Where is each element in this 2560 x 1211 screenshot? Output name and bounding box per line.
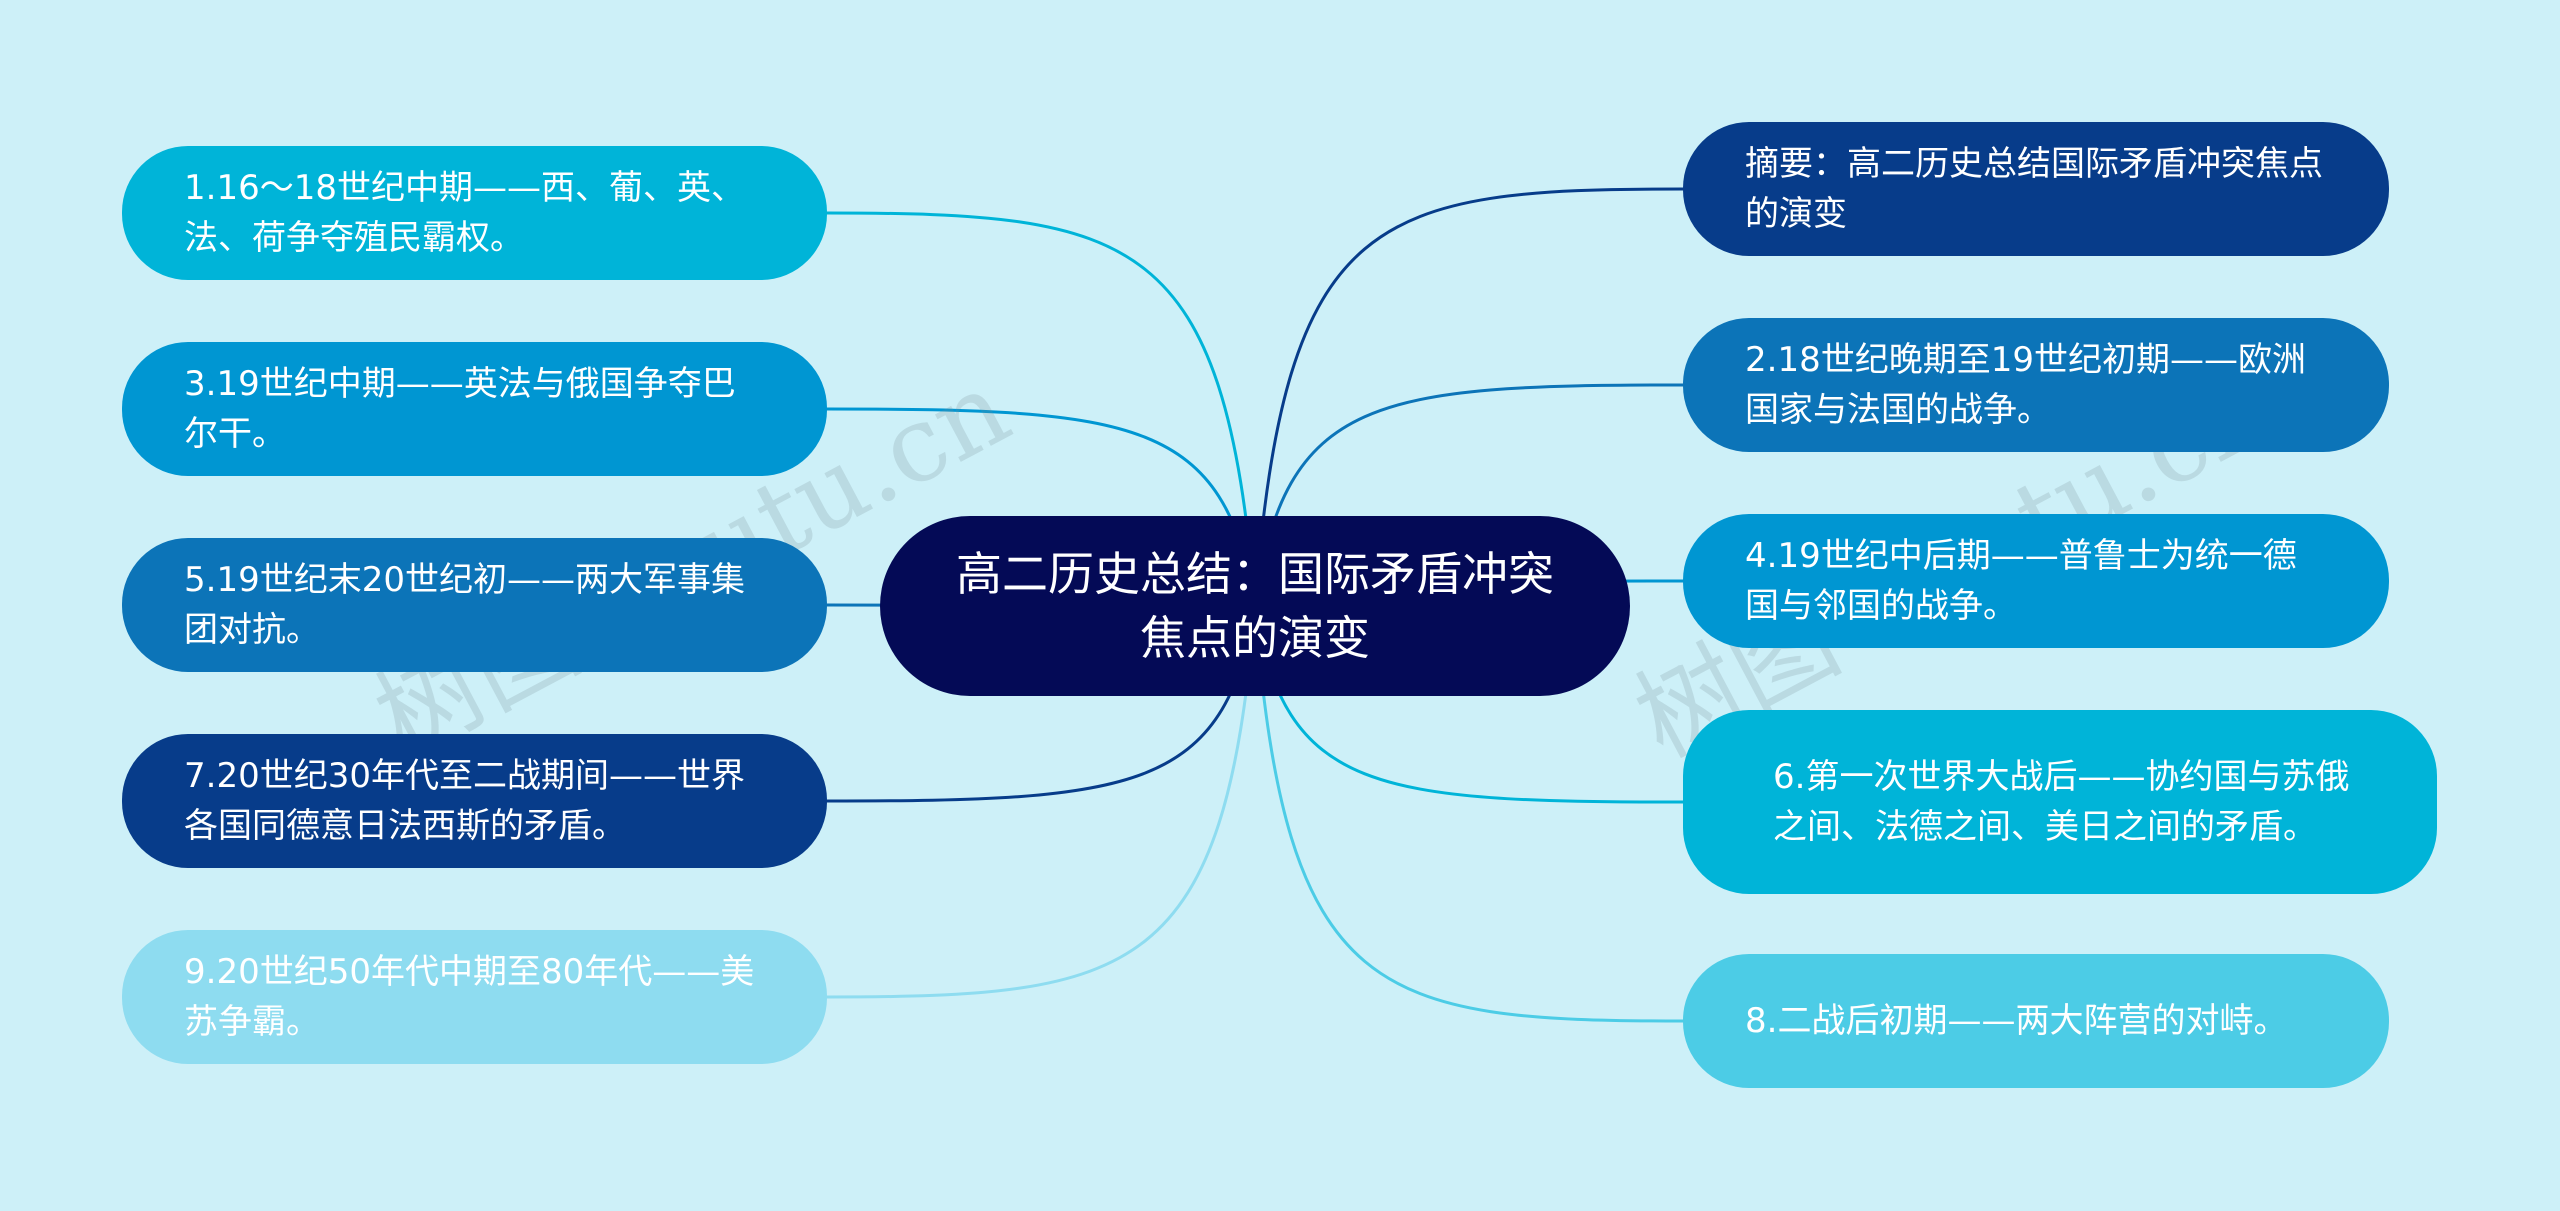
branch-node-9[interactable]: 9.20世纪50年代中期至80年代——美苏争霸。 [122, 930, 827, 1064]
branch-node-2[interactable]: 2.18世纪晚期至19世纪初期——欧洲国家与法国的战争。 [1683, 318, 2389, 452]
branch-label-8: 8.二战后初期——两大阵营的对峙。 [1745, 1001, 2288, 1041]
branch-label-3: 3.19世纪中期——英法与俄国争夺巴尔干。 [184, 364, 736, 454]
branch-label-2: 2.18世纪晚期至19世纪初期——欧洲国家与法国的战争。 [1745, 340, 2306, 430]
summary-label: 摘要：高二历史总结国际矛盾冲突焦点的演变 [1745, 144, 2323, 234]
connector-summary-node [1253, 187, 1684, 607]
connector-branch-node-8 [1253, 605, 1684, 1023]
central-topic-label: 高二历史总结：国际矛盾冲突焦点的演变 [956, 547, 1554, 665]
branch-node-6[interactable]: 6.第一次世界大战后——协约国与苏俄之间、法德之间、美日之间的矛盾。 [1683, 710, 2437, 894]
branch-node-1[interactable]: 1.16～18世纪中期——西、葡、英、法、荷争夺殖民霸权。 [122, 146, 827, 280]
branch-label-4: 4.19世纪中后期——普鲁士为统一德国与邻国的战争。 [1745, 536, 2297, 626]
branch-node-3[interactable]: 3.19世纪中期——英法与俄国争夺巴尔干。 [122, 342, 827, 476]
central-topic[interactable]: 高二历史总结：国际矛盾冲突焦点的演变 [880, 516, 1630, 696]
branch-label-6: 6.第一次世界大战后——协约国与苏俄之间、法德之间、美日之间的矛盾。 [1773, 757, 2350, 847]
branch-label-7: 7.20世纪30年代至二战期间——世界各国同德意日法西斯的矛盾。 [184, 756, 745, 846]
branch-node-4[interactable]: 4.19世纪中后期——普鲁士为统一德国与邻国的战争。 [1683, 514, 2389, 648]
branch-label-9: 9.20世纪50年代中期至80年代——美苏争霸。 [184, 952, 755, 1042]
connector-branch-node-9 [826, 605, 1257, 999]
summary-node[interactable]: 摘要：高二历史总结国际矛盾冲突焦点的演变 [1683, 122, 2389, 256]
branch-node-5[interactable]: 5.19世纪末20世纪初——两大军事集团对抗。 [122, 538, 827, 672]
branch-node-7[interactable]: 7.20世纪30年代至二战期间——世界各国同德意日法西斯的矛盾。 [122, 734, 827, 868]
branch-label-1: 1.16～18世纪中期——西、葡、英、法、荷争夺殖民霸权。 [184, 168, 745, 258]
branch-node-8[interactable]: 8.二战后初期——两大阵营的对峙。 [1683, 954, 2389, 1088]
connector-branch-node-1 [826, 211, 1257, 607]
branch-label-5: 5.19世纪末20世纪初——两大军事集团对抗。 [184, 560, 745, 650]
